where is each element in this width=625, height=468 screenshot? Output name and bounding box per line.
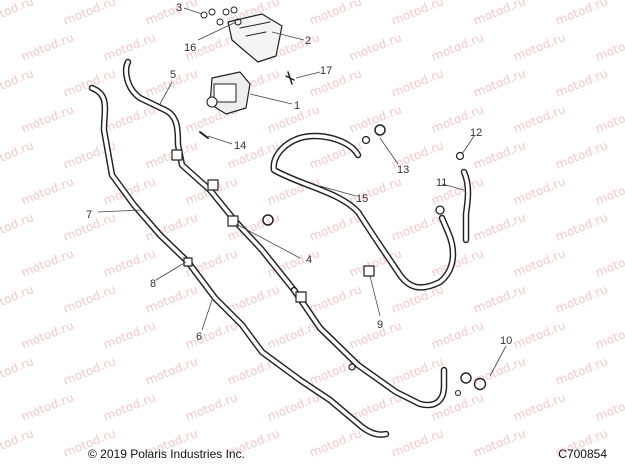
callout-12: 12 bbox=[470, 127, 482, 139]
callout-6: 6 bbox=[196, 331, 202, 343]
callout-4: 4 bbox=[306, 254, 312, 266]
hose-6-inner bbox=[186, 260, 388, 437]
copyright-text: © 2019 Polaris Industries Inc. bbox=[88, 447, 245, 461]
callout-10: 10 bbox=[500, 335, 512, 347]
bracket-2 bbox=[227, 13, 283, 63]
hose-7-inner bbox=[90, 86, 190, 264]
callout-16: 16 bbox=[184, 42, 196, 54]
callout-17: 17 bbox=[320, 65, 332, 77]
callout-15: 15 bbox=[356, 193, 368, 205]
hose-15-inner bbox=[272, 134, 455, 290]
callout-1: 1 bbox=[294, 100, 300, 112]
callout-3: 3 bbox=[176, 2, 182, 14]
clamp-13 bbox=[374, 124, 386, 136]
callout-14: 14 bbox=[234, 140, 246, 152]
hose-4-inner bbox=[292, 288, 446, 407]
callout-5: 5 bbox=[170, 69, 176, 81]
hose-15 bbox=[270, 132, 457, 291]
hose-6 bbox=[184, 258, 390, 438]
figure-code: C700854 bbox=[558, 447, 607, 461]
callout-9: 9 bbox=[377, 319, 383, 331]
callout-8: 8 bbox=[150, 278, 156, 290]
clamp-10a bbox=[460, 372, 472, 384]
clamp-10b bbox=[473, 377, 487, 391]
callout-7: 7 bbox=[86, 209, 92, 221]
callout-11: 11 bbox=[436, 177, 447, 189]
callout-13: 13 bbox=[397, 164, 409, 176]
hose-11-inner bbox=[462, 170, 470, 242]
callout-2: 2 bbox=[305, 35, 311, 47]
